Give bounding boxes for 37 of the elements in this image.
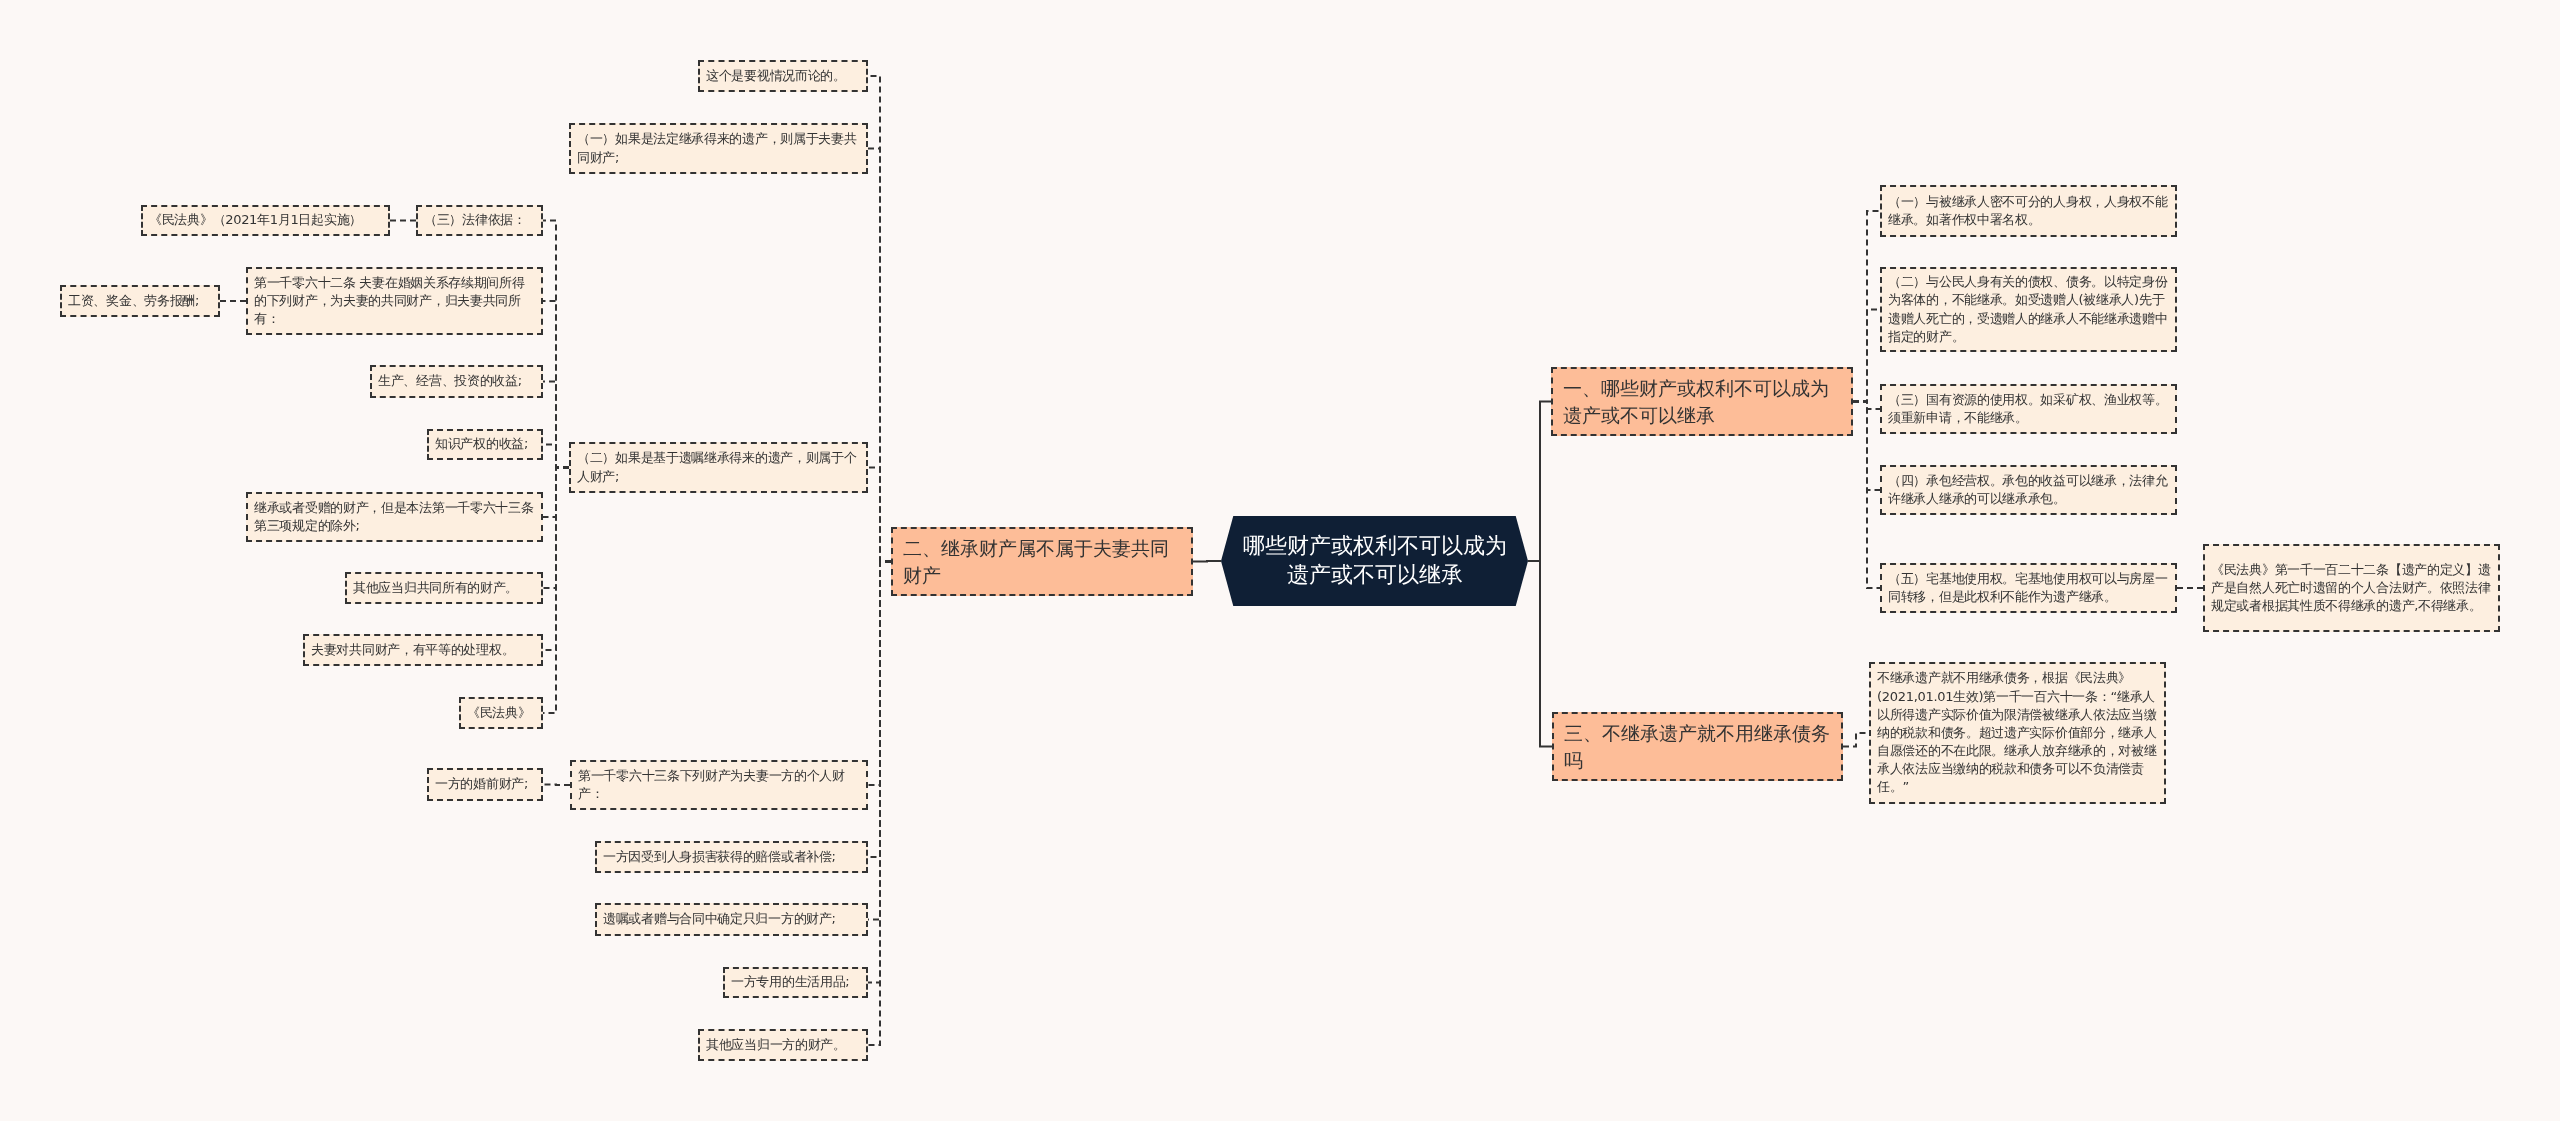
connector-line [1852,400,1881,589]
branch-topic: 二、继承财产属不属于夫妻共同财产 [891,527,1193,597]
connector-line [1192,560,1222,563]
topic-box: 其他应当归一方的财产。 [698,1029,868,1061]
branch-topic: 一、哪些财产或权利不可以成为遗产或不可以继承 [1551,367,1853,437]
topic-box: 一方专用的生活用品; [723,967,868,998]
topic-box: 一方的婚前财产; [427,768,543,801]
topic-box: （五）宅基地使用权。宅基地使用权可以与房屋一同转移，但是此权利不能作为遗产继承。 [1880,563,2177,613]
connector-line [219,300,247,302]
connector-line [1527,560,1553,748]
topic-box: 这个是要视情况而论的。 [698,60,868,92]
topic-box: 继承或者受赠的财产，但是本法第一千零六十三条第三项规定的除外; [246,492,543,542]
topic-box: 遗嘱或者赠与合同中确定只归一方的财产; [595,903,868,936]
topic-box: 《民法典》第一千一百二十二条【遗产的定义】遗产是自然人死亡时遗留的个人合法财产。依照法律规定或者根据其性质不得继承的遗产,不得继承。 [2203,544,2500,632]
topic-box: 一方因受到人身损害获得的赔偿或者补偿; [595,841,868,873]
topic-box: 《民法典》（2021年1月1日起实施） [141,205,390,236]
topic-box: （二）与公民人身有关的债权、债务。以特定身份为客体的，不能继承。如受遗赠人(被继承人)先于遗赠人死亡的，受遗赠人的继承人不能继承遗赠中指定的财产。 [1880,267,2177,352]
topic-box: 第一千零六十二条 夫妻在婚姻关系存续期间所得的下列财产，为夫妻的共同财产，归夫妻共同所有： [246,267,543,335]
connector-line [2176,587,2204,589]
topic-box: （三）法律依据： [416,205,543,236]
topic-box: （四）承包经营权。承包的收益可以继承，法律允许继承人继承的可以继承承包。 [1880,465,2177,515]
topic-box: （一）如果是法定继承得来的遗产，则属于夫妻共同财产; [569,123,868,174]
topic-box: 知识产权的收益; [427,429,543,460]
topic-box: （一）与被继承人密不可分的人身权，人身权不能继承。如著作权中署名权。 [1880,185,2177,237]
topic-box: 生产、经营、投资的收益; [370,365,543,398]
branch-topic: 三、不继承遗产就不用继承债务吗 [1552,712,1843,782]
connector-line [389,219,417,222]
topic-box: （二）如果是基于遗嘱继承得来的遗产，则属于个人财产; [569,442,868,493]
central-topic: 哪些财产或权利不可以成为遗产或不可以继承 [1221,516,1528,606]
topic-box: （三）国有资源的使用权。如采矿权、渔业权等。须重新申请，不能继承。 [1880,384,2177,434]
topic-box: 《民法典》 [459,697,543,729]
topic-box: 工资、奖金、劳务报酬; [60,285,220,317]
topic-box: 第一千零六十三条下列财产为夫妻一方的个人财产： [570,760,868,810]
topic-box: 夫妻对共同财产，有平等的处理权。 [303,634,543,666]
connector-line [542,783,571,786]
topic-box: 其他应当归共同所有的财产。 [345,572,543,604]
topic-box: 不继承遗产就不用继承债务，根据《民法典》(2021,01.01生效)第一千一百六十一条：“继承人以所得遗产实际价值为限清偿被继承人依法应当缴纳的税款和债务。超过遗产实际价值部分，继承人自愿偿还的不在此限。继承人放弃继承的，对被继承人依法应当缴纳的税款和债务可以不负清偿责任。” [1869,662,2166,804]
